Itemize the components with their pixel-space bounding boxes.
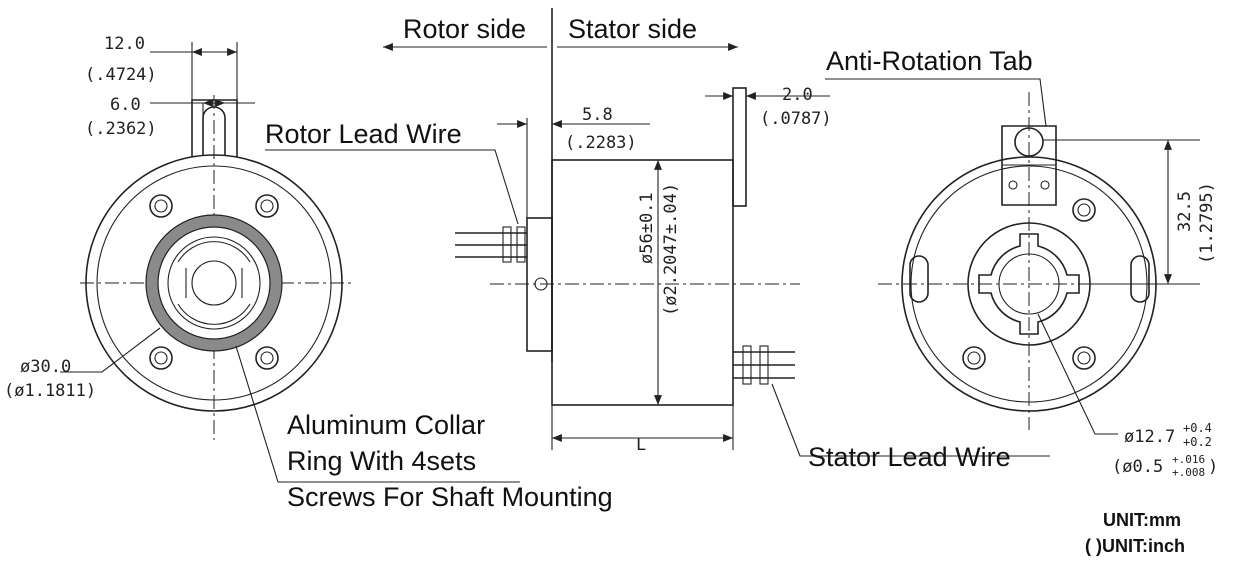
flange-thk-mm: 2.0 [782,85,813,105]
bore-mm-tol-lower: +0.2 [1183,435,1212,449]
tab-width-in: (.4724) [85,65,157,85]
tab-width-mm: 12.0 [104,34,145,54]
rotor-end-view [60,42,520,483]
rotor-offset-mm: 5.8 [582,105,613,125]
rotor-side-heading: Rotor side [403,14,526,44]
slot-width-mm: 6.0 [110,95,141,115]
anti-rotation-tab-label: Anti-Rotation Tab [826,46,1033,76]
bore-in-close: ) [1208,457,1218,477]
collar-dia-in: (ø1.1811) [4,381,96,401]
collar-label-line2: Ring With 4sets [287,446,476,476]
stator-lead-wire-label: Stator Lead Wire [808,442,1011,472]
bore-in: (ø0.5 [1112,457,1163,477]
flange-thk-in: (.0787) [760,109,832,129]
tab-height-in: (1.2795) [1197,182,1217,264]
stator-side-heading: Stator side [568,14,697,44]
side-view [265,8,1050,457]
collar-label-line3: Screws For Shaft Mounting [287,482,613,512]
length-dim: L [636,435,646,455]
bore-mm: ø12.7 [1124,427,1175,447]
body-dia-mm: ø56±0.1 [637,192,657,264]
unit-mm: UNIT:mm [1103,510,1181,530]
collar-dia-mm: ø30.0 [20,357,71,377]
bore-mm-tol-upper: +0.4 [1183,421,1212,435]
collar-label-line1: Aluminum Collar [287,410,485,440]
rotor-lead-wire-label: Rotor Lead Wire [265,119,462,149]
bore-in-tol-upper: +.016 [1172,453,1205,466]
tab-height-mm: 32.5 [1175,191,1195,232]
rotor-offset-in: (.2283) [565,133,637,153]
stator-end-view [825,78,1200,435]
body-dia-in: (ø2.2047±.04) [661,183,681,316]
unit-inch: ( )UNIT:inch [1085,536,1185,556]
slot-width-in: (.2362) [85,119,157,139]
bore-in-tol-lower: +.008 [1172,466,1205,479]
